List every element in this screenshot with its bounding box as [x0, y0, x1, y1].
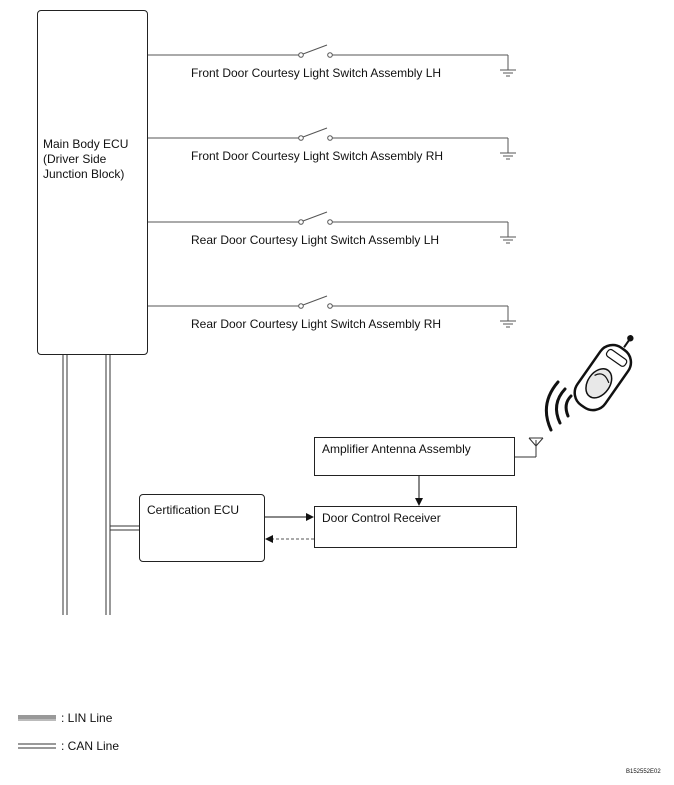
ground-icon	[500, 236, 516, 244]
switch-circuit-front-rh	[148, 127, 516, 160]
ground-icon	[500, 152, 516, 160]
amplifier-antenna-label: Amplifier Antenna Assembly	[322, 442, 471, 456]
switch-circuit-rear-lh	[148, 211, 516, 244]
lin-bus-line	[62, 355, 68, 615]
diagram-code: B152552E02	[626, 769, 661, 775]
switch-icon	[298, 52, 304, 58]
switch-label-rear-rh: Rear Door Courtesy Light Switch Assembly…	[191, 317, 442, 331]
amplifier-antenna-assembly	[314, 437, 515, 476]
switch-circuit-front-lh	[148, 44, 516, 77]
ground-icon	[500, 69, 516, 77]
certification-ecu-label: Certification ECU	[147, 503, 240, 517]
switch-icon	[298, 219, 304, 225]
switch-icon	[298, 135, 304, 141]
switch-label-rear-lh: Rear Door Courtesy Light Switch Assembly…	[191, 233, 440, 247]
radio-wave-icon	[544, 380, 573, 432]
key-fob-icon	[573, 335, 634, 412]
main-body-ecu-label: Main Body ECU (Driver Side Junction Bloc…	[43, 137, 129, 181]
ground-icon	[500, 320, 516, 328]
switch-label-front-rh: Front Door Courtesy Light Switch Assembl…	[191, 149, 444, 163]
certification-ecu	[139, 494, 265, 562]
switch-label-front-lh: Front Door Courtesy Light Switch Assembl…	[191, 66, 442, 80]
door-control-receiver-label: Door Control Receiver	[322, 511, 441, 525]
switch-circuit-rear-rh	[148, 295, 516, 328]
can-bus-line	[105, 355, 139, 615]
switch-icon	[298, 303, 304, 309]
legend-can-label: : CAN Line	[61, 739, 120, 753]
main-body-ecu	[37, 10, 148, 355]
legend-lin-swatch	[18, 715, 56, 721]
antenna-icon	[515, 437, 544, 458]
door-control-receiver	[314, 506, 517, 548]
legend-lin-label: : LIN Line	[61, 711, 113, 725]
legend-can-swatch	[18, 743, 56, 749]
